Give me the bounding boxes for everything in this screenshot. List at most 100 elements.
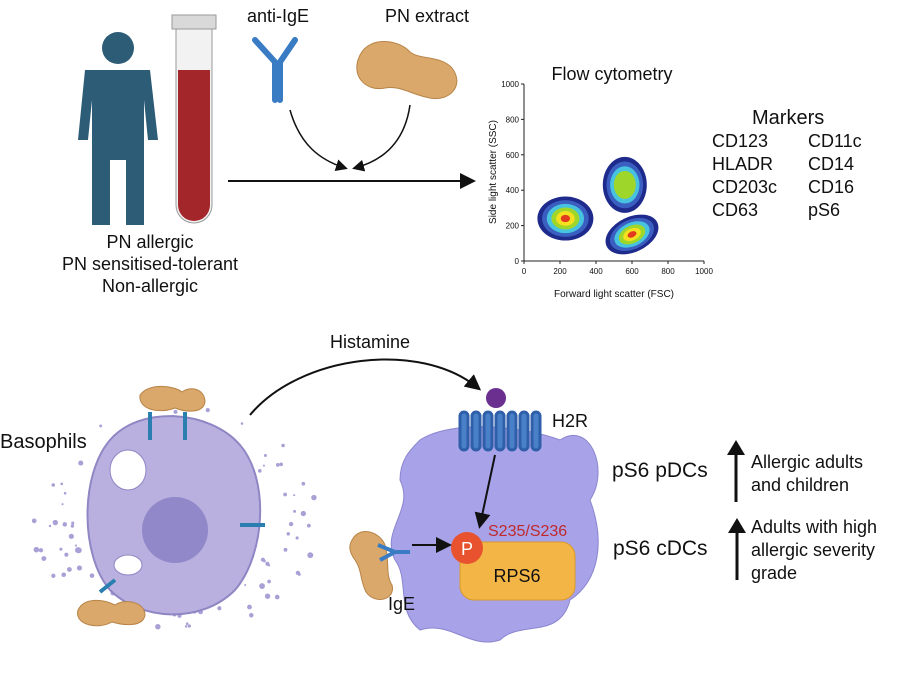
x-tick-label: 200	[553, 267, 567, 276]
finding-cell: pS6 pDCs	[612, 459, 708, 482]
x-tick-label: 800	[661, 267, 675, 276]
granule-dot	[99, 424, 103, 428]
granule-dot	[51, 573, 56, 578]
dendritic-cell: H2R RPS6 P S235/S236 IgE	[349, 388, 599, 643]
granule-dot	[66, 567, 72, 572]
granule-dot	[286, 532, 290, 536]
marker: CD11c	[808, 131, 862, 151]
peanut-icon	[356, 41, 458, 100]
arrow	[289, 109, 348, 171]
marker: CD16	[808, 177, 854, 197]
basophils-label: Basophils	[0, 431, 87, 453]
marker: HLADR	[712, 154, 773, 174]
granule-dot	[184, 625, 188, 628]
granule-dot	[293, 509, 297, 513]
granule-dot	[205, 408, 210, 413]
granule-dot	[247, 604, 252, 610]
granule-dot	[74, 544, 78, 547]
granule-dot	[311, 494, 317, 501]
finding-text: and children	[751, 475, 849, 495]
group-label: PN allergic	[106, 232, 193, 252]
granule-dot	[75, 547, 82, 554]
phospho-icon	[451, 532, 483, 564]
granule-dot	[62, 522, 68, 527]
granule-dot	[257, 469, 262, 473]
granule-dot	[303, 512, 306, 516]
finding-cell: pS6 cDCs	[613, 537, 708, 560]
ige-antibody-icon	[377, 543, 410, 562]
person-icon	[78, 32, 158, 225]
granule-dot	[307, 552, 314, 559]
pn-extract-label: PN extract	[385, 6, 469, 26]
x-axis-label: Forward light scatter (FSC)	[554, 289, 674, 300]
granule-dot	[41, 556, 47, 561]
granule-dot	[217, 606, 222, 611]
arrow	[249, 358, 482, 416]
h2r-receptor-icon	[458, 410, 542, 452]
y-tick-label: 800	[506, 115, 520, 124]
finding-text: allergic severity	[751, 540, 875, 560]
blood-tube-icon	[171, 14, 217, 224]
peanut-icon	[139, 385, 206, 412]
granule-dot	[59, 547, 63, 551]
group-label: PN sensitised-tolerant	[62, 254, 238, 274]
h2r-label: H2R	[552, 411, 588, 431]
finding-text: grade	[751, 563, 797, 583]
finding-cdcs: pS6 cDCs Adults with high allergic sever…	[613, 517, 877, 583]
histamine-molecule-icon	[486, 388, 506, 408]
x-tick-label: 1000	[695, 267, 713, 276]
granule-dot	[281, 443, 285, 448]
anti-ige-label: anti-IgE	[247, 6, 309, 26]
granule-dot	[89, 573, 95, 578]
granule-dot	[283, 492, 287, 497]
granule-dot	[283, 547, 288, 552]
ige-label: IgE	[388, 594, 415, 614]
arrow	[352, 104, 411, 172]
granule-dot	[288, 521, 294, 527]
granule-dot	[264, 593, 271, 599]
granule-dot	[51, 483, 56, 487]
granule-dot	[31, 518, 37, 524]
granule-dot	[76, 565, 83, 571]
granule-dot	[185, 622, 189, 626]
y-tick-label: 1000	[501, 80, 519, 89]
density-contour	[560, 214, 571, 223]
rps6-label: RPS6	[493, 566, 540, 586]
granule-dot	[38, 548, 44, 553]
y-tick-label: 200	[506, 222, 520, 231]
chart-title: Flow cytometry	[551, 64, 672, 84]
arrow	[474, 454, 496, 529]
finding-pdcs: pS6 pDCs Allergic adults and children	[612, 440, 863, 502]
granule-dot	[155, 624, 161, 630]
granule-dot	[173, 409, 178, 414]
granule-dot	[70, 524, 75, 528]
granule-dot	[68, 533, 74, 539]
y-tick-label: 0	[515, 257, 520, 266]
granule-dot	[275, 463, 280, 467]
granule-dot	[240, 422, 244, 425]
rps6-box	[459, 541, 576, 601]
granule-dot	[61, 503, 64, 506]
granule-dot	[267, 579, 271, 584]
basophil-cell	[31, 385, 317, 630]
granule-dot	[301, 481, 306, 486]
granule-dot	[295, 536, 299, 540]
phospho-label: P	[461, 539, 473, 559]
granule-dot	[33, 546, 40, 553]
x-tick-label: 600	[625, 267, 639, 276]
marker: pS6	[808, 200, 840, 220]
granule-dot	[52, 519, 58, 526]
x-tick-label: 0	[522, 267, 527, 276]
granule-dot	[274, 594, 280, 600]
granule-dot	[78, 460, 84, 466]
marker: CD63	[712, 200, 758, 220]
marker: CD123	[712, 131, 768, 151]
granule-dot	[259, 583, 265, 589]
granule-dot	[244, 584, 247, 587]
granule-dot	[63, 491, 67, 495]
granule-dot	[249, 613, 254, 618]
peanut-icon	[77, 599, 146, 627]
granule-dot	[263, 559, 266, 563]
